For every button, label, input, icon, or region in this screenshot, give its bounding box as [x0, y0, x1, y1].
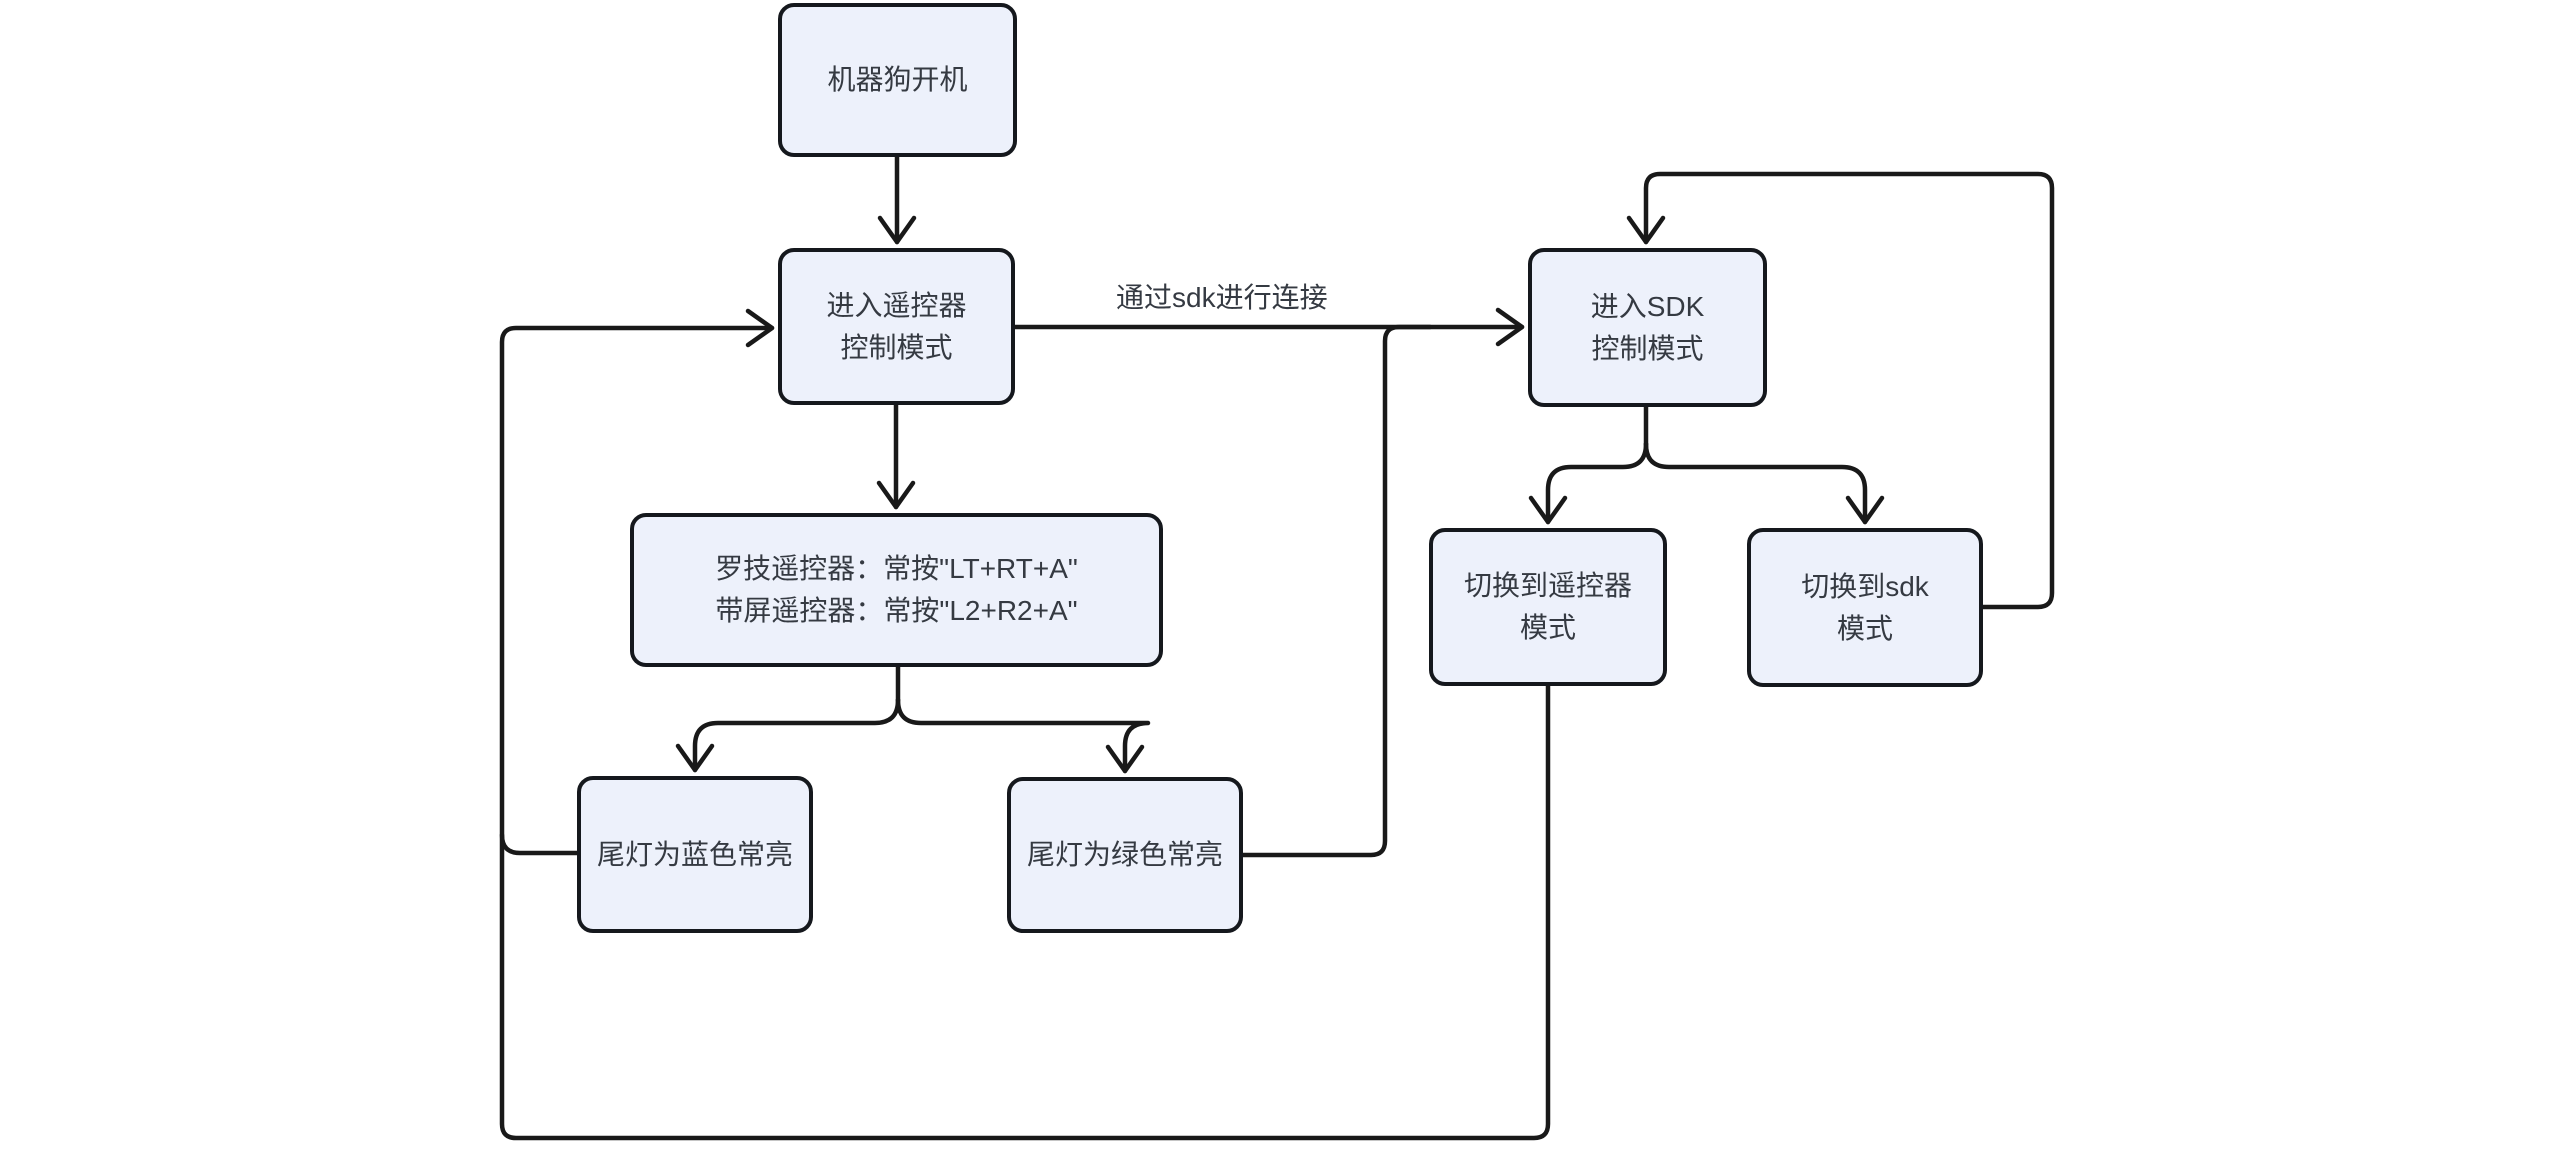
node-power-on-label: 机器狗开机: [827, 64, 968, 95]
node-remote-hotkeys-line2: 带屏遥控器：常按"L2+R2+A": [715, 595, 1078, 626]
edge-sdkmode-to-switchrc: [1528, 441, 1649, 525]
node-switch-to-sdk-mode: 切换到sdk 模式: [1747, 528, 1983, 687]
edge-switchsdk-loop-to-sdkmode: [1626, 171, 2055, 610]
node-remote-control-mode: 进入遥控器 控制模式: [778, 248, 1015, 405]
node-power-on: 机器狗开机: [778, 3, 1017, 157]
edge-sdkmode-to-switchsdk: [1643, 441, 1885, 525]
node-tail-light-green-label: 尾灯为绿色常亮: [1026, 839, 1223, 870]
node-remote-control-mode-line2: 控制模式: [840, 331, 953, 363]
node-switch-to-sdk-mode-line1: 切换到sdk: [1801, 570, 1929, 602]
edge-bluelight-to-leftloop: [499, 832, 580, 856]
node-switch-to-sdk-mode-line2: 模式: [1836, 612, 1893, 644]
node-sdk-control-mode-line2: 控制模式: [1591, 332, 1704, 364]
node-remote-control-mode-line1: 进入遥控器: [826, 289, 967, 321]
node-tail-light-green: 尾灯为绿色常亮: [1007, 777, 1243, 933]
edge-greenlight-merge-to-sdkmode: [1240, 324, 1433, 858]
node-switch-to-remote-mode-line2: 模式: [1519, 612, 1576, 643]
node-switch-to-remote-mode-line1: 切换到遥控器: [1463, 570, 1632, 601]
edge-switchrc-loop-to-rcmode: [499, 308, 1551, 1141]
node-switch-to-remote-mode: 切换到遥控器 模式: [1429, 528, 1667, 686]
edge-hotkeys-to-greenlight: [895, 697, 1151, 774]
edge-label-sdk-connect: 通过sdk进行连接: [1116, 282, 1328, 313]
edge-hotkeys-to-bluelight: [675, 697, 901, 773]
node-sdk-control-mode: 进入SDK 控制模式: [1528, 248, 1767, 407]
node-sdk-control-mode-line1: 进入SDK: [1590, 290, 1705, 322]
node-tail-light-blue: 尾灯为蓝色常亮: [577, 776, 813, 933]
node-tail-light-blue-label: 尾灯为蓝色常亮: [596, 838, 793, 870]
node-remote-hotkeys-line1: 罗技遥控器：常按"LT+RT+A": [715, 553, 1078, 584]
node-remote-hotkeys: 罗技遥控器：常按"LT+RT+A" 带屏遥控器：常按"L2+R2+A": [630, 513, 1163, 667]
